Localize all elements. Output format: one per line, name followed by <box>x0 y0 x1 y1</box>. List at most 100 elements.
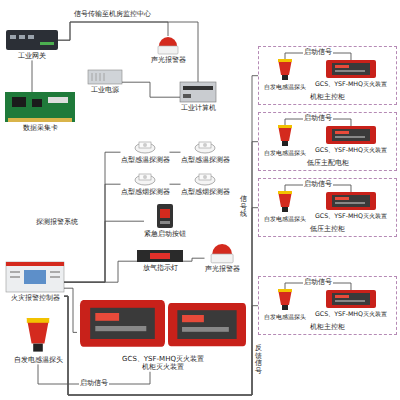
device-label: 数据采集卡 <box>5 124 75 132</box>
device-label: 工业电源 <box>88 86 122 94</box>
data-card <box>5 92 75 122</box>
cabinet-name: 机柜主控柜 <box>259 323 396 331</box>
annotation: 反馈信号 <box>255 345 262 376</box>
cabinet-box: 低压主控柜 自发电感温探头 GCS、YSF-MHQ灭火装置 <box>258 178 397 237</box>
probe-node: 自发电感温探头 <box>14 318 63 364</box>
probe-node: 自发电感温探头 <box>264 191 306 223</box>
controller-panel <box>6 262 64 292</box>
gateway-device <box>6 30 58 50</box>
extinguisher-node: GCS、YSF-MHQ灭火装置 <box>315 192 387 220</box>
device-label: GCS、YSF-MHQ灭火装置 <box>77 355 249 363</box>
device-label: 自发电感温探头 <box>264 149 306 157</box>
detector-device <box>135 174 155 185</box>
signal-wire <box>64 296 258 395</box>
signal-wire <box>170 184 181 185</box>
device-label: 工业计算机 <box>180 104 216 112</box>
signal-wire <box>122 82 180 97</box>
power-node: 工业电源 <box>88 70 122 94</box>
wire-label: 启动信号 <box>303 115 333 122</box>
button-device <box>157 204 173 228</box>
detector-device <box>195 142 215 153</box>
signal-wire <box>64 184 121 282</box>
signal-wire <box>183 258 205 261</box>
extinguisher-node: GCS、YSF-MHQ灭火装置机柜灭火装置 <box>77 293 249 372</box>
detector-node: 点型感烟探测器 <box>181 172 230 196</box>
signal-wire <box>58 22 168 40</box>
device-label: 点型感温探测器 <box>181 156 230 164</box>
detector-node: 点型感温探测器 <box>121 140 170 164</box>
cabinet-box: 机柜主控柜 自发电感温探头 GCS、YSF-MHQ灭火装置 <box>258 276 397 335</box>
signal-wire <box>64 152 121 282</box>
signal-wire <box>170 152 181 153</box>
detector-node: 点型感烟探测器 <box>121 172 170 196</box>
device-label: 声光报警器 <box>205 265 240 273</box>
alarm-node: 声光报警器 <box>151 36 186 64</box>
extinguisher-node: GCS、YSF-MHQ灭火装置 <box>315 60 387 88</box>
probe-node: 自发电感温探头 <box>264 59 306 91</box>
alarm-node: 声光报警器 <box>205 243 240 273</box>
device-label: GCS、YSF-MHQ灭火装置 <box>315 146 387 154</box>
device-label: 声光报警器 <box>151 56 186 64</box>
signal-wire <box>64 208 258 395</box>
power-supply <box>88 70 122 84</box>
device-label: 紧急启动按钮 <box>144 230 186 238</box>
indicator-node: 放气指示灯 <box>137 250 183 272</box>
signal-wire <box>64 76 258 395</box>
device-label: 机柜灭火装置 <box>77 363 249 371</box>
wire-label: 启动信号 <box>79 380 109 387</box>
device-label: 自发电感温探头 <box>264 313 306 321</box>
detector-device <box>135 142 155 153</box>
device-label: 点型感烟探测器 <box>181 188 230 196</box>
cabinet-devices <box>278 191 376 212</box>
extinguisher-device <box>168 303 246 346</box>
wire-label: 启动信号 <box>303 49 333 56</box>
extinguisher-node: GCS、YSF-MHQ灭火装置 <box>315 126 387 154</box>
device-label: 点型感温探测器 <box>121 156 170 164</box>
cabinet-name: 机柜主控柜 <box>259 93 396 101</box>
cabinet-name: 低压主控柜 <box>259 225 396 233</box>
gateway-node: 工业网关 <box>6 30 58 60</box>
probe-node: 自发电感温探头 <box>264 125 306 157</box>
wire-label: 启动信号 <box>303 181 333 188</box>
cabinet-devices <box>278 125 376 146</box>
alarm-device <box>211 244 233 263</box>
probe-node: 自发电感温探头 <box>264 289 306 321</box>
device-label: 自发电感温探头 <box>264 83 306 91</box>
device-label: 自发电感温探头 <box>14 356 63 364</box>
wire-label: 启动信号 <box>303 279 333 286</box>
cabinet-box: 低压主配电柜自发电感温探头GCS、YSF-MHQ灭火装置 <box>258 112 397 171</box>
signal-wire <box>64 288 77 332</box>
signal-wire <box>285 53 351 60</box>
signal-wire <box>64 221 144 282</box>
device-label: GCS、YSF-MHQ灭火装置 <box>315 310 387 318</box>
computer-node: 工业计算机 <box>180 82 216 112</box>
device-label: GCS、YSF-MHQ灭火装置 <box>315 212 387 220</box>
signal-wire <box>38 364 150 384</box>
device-label: 火灾报警控制器 <box>6 294 64 302</box>
controller-node: 火灾报警控制器 <box>6 262 64 302</box>
cabinet-devices <box>278 59 376 80</box>
signal-wire <box>32 60 33 92</box>
signal-wire <box>64 142 258 395</box>
signal-wire <box>58 22 198 82</box>
annotation: 信号线 <box>240 196 247 219</box>
annotation: 信号传输至机房监控中心 <box>74 10 151 18</box>
probe-device <box>27 318 49 352</box>
detector-node: 点型感温探测器 <box>181 140 230 164</box>
extinguisher-node: GCS、YSF-MHQ灭火装置 <box>315 290 387 318</box>
detector-device <box>195 174 215 185</box>
signal-wire <box>285 119 351 126</box>
device-label: 工业网关 <box>6 52 58 60</box>
alarm-device <box>158 37 178 54</box>
indicator-device <box>137 250 183 262</box>
industrial-computer <box>180 82 216 102</box>
annotation: 探测报警系统 <box>36 218 78 226</box>
button-node: 紧急启动按钮 <box>144 204 186 238</box>
data-card-node: 数据采集卡 <box>5 92 75 132</box>
device-label: 自发电感温探头 <box>264 215 306 223</box>
device-label: GCS、YSF-MHQ灭火装置 <box>315 80 387 88</box>
